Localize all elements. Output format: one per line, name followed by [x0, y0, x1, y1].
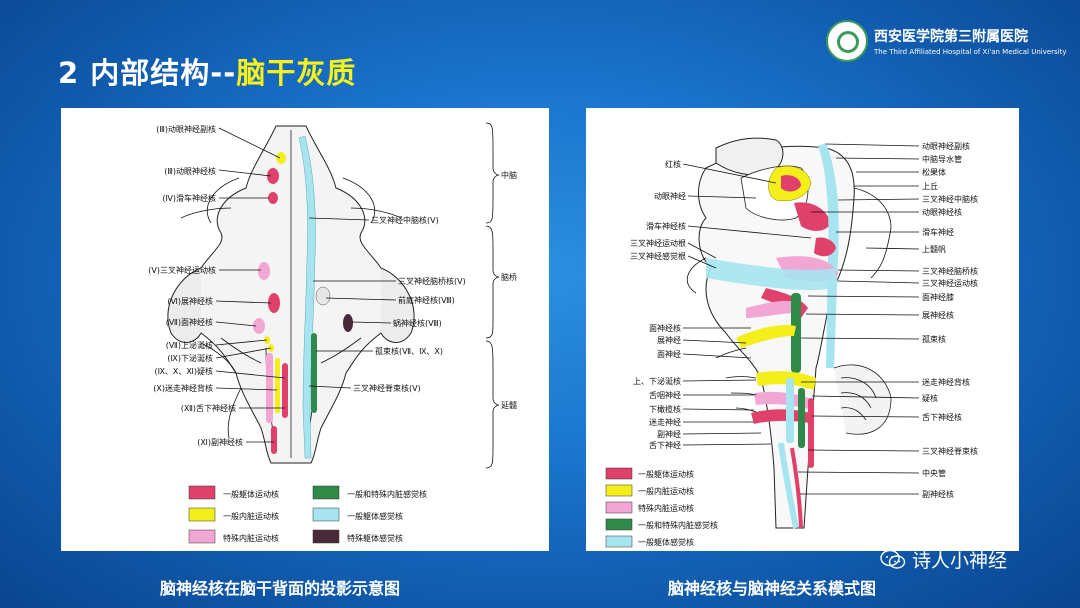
left-label: 副神经: [657, 429, 681, 439]
right-label: 孤束核: [922, 334, 946, 344]
right-label: 三叉神经脑桥核(Ⅴ): [398, 276, 466, 286]
right-label: 前庭神经核(Ⅷ): [398, 295, 455, 305]
legend-swatch: [313, 508, 339, 521]
legend-label: 特殊躯体感觉核: [347, 533, 403, 543]
slide-title: 2 内部结构--脑干灰质: [58, 50, 356, 92]
left-label: 动眼神经: [654, 191, 686, 201]
watermark: 诗人小神经: [880, 546, 1007, 573]
left-label: 迷走神经: [649, 417, 681, 427]
left-label: (Ⅺ)副神经核: [197, 437, 243, 447]
legend-swatch: [606, 468, 632, 479]
right-label: 副神经核: [922, 489, 954, 499]
region-label: 脑桥: [501, 272, 517, 282]
right-label: 舌下神经核: [922, 412, 962, 422]
left-label: 舌咽神经: [649, 390, 681, 400]
legend-swatch: [606, 502, 632, 513]
right-label: 三叉神经脊束核(Ⅴ): [353, 383, 421, 393]
right-label: 三叉神经脊束核: [922, 446, 978, 456]
right-label: 孤束核(Ⅶ、Ⅸ、Ⅹ): [375, 346, 443, 356]
legend-label: 一般躯体感觉核: [347, 511, 403, 521]
left-label: 舌下神经: [649, 440, 681, 450]
legend-label: 特殊内脏运动核: [223, 533, 279, 543]
right-label: 迷走神经背核: [922, 377, 970, 387]
right-label: 上髓帆: [922, 244, 946, 254]
right-label: 三叉神经中脑核: [922, 194, 978, 204]
title-highlight: 脑干灰质: [236, 56, 356, 90]
legend-swatch: [313, 486, 339, 499]
left-label: (Ⅸ)下泌涎核: [167, 353, 213, 363]
legend-swatch: [189, 486, 215, 499]
legend-label: 一般躯体感觉核: [638, 537, 694, 547]
legend-label: 一般内脏运动核: [638, 486, 694, 496]
legend-label: 一般内脏运动核: [223, 511, 279, 521]
left-label: 面神经核: [649, 323, 681, 333]
legend-swatch: [189, 508, 215, 521]
right-diagram-panel: 红核 动眼神经 滑车神经核 三叉神经运动根 三叉神经感觉根 面神经核 展神经 面…: [586, 108, 1019, 551]
legend-swatch: [313, 530, 339, 543]
wechat-icon: [880, 549, 906, 571]
left-label: 面神经: [657, 349, 681, 359]
watermark-text: 诗人小神经: [912, 546, 1007, 573]
right-label: 三叉神经运动核: [922, 278, 978, 288]
legend-swatch: [606, 485, 632, 496]
region-label: 中脑: [501, 170, 517, 180]
hospital-name-en: The Third Affiliated Hospital of Xi'an M…: [874, 48, 1067, 56]
right-label: 上丘: [922, 182, 938, 191]
right-label: 疑核: [922, 393, 938, 403]
legend-swatch: [189, 530, 215, 543]
left-label: (Ⅲ)动眼神经核: [164, 166, 216, 176]
legend-swatch: [606, 519, 632, 530]
right-label: 松果体: [922, 167, 946, 177]
left-diagram-labels: (Ⅲ)动眼神经副核 (Ⅲ)动眼神经核 (Ⅳ)滑车神经核 (Ⅴ)三叉神经运动核 (…: [61, 108, 549, 551]
left-label: (Ⅴ)三叉神经运动核: [148, 265, 216, 275]
left-label: (Ⅶ)上泌涎核: [166, 340, 213, 350]
left-label: (Ⅳ)滑车神经核: [162, 193, 216, 203]
left-label: 红核: [665, 159, 681, 169]
title-prefix: 2 内部结构--: [58, 56, 236, 90]
left-label: (Ⅻ)舌下神经核: [181, 403, 236, 413]
hospital-emblem-icon: [826, 20, 868, 62]
legend-label: 一般和特殊内脏感觉核: [638, 520, 718, 530]
left-label: (Ⅸ、Ⅹ、Ⅺ)疑核: [154, 366, 213, 376]
right-label: 面神经膝: [922, 292, 954, 302]
right-label: 展神经核: [922, 310, 954, 320]
left-label: 三叉神经感觉根: [630, 251, 686, 261]
left-label: (Ⅶ)面神经核: [166, 317, 213, 327]
left-label: 展神经: [657, 335, 681, 345]
legend-swatch: [606, 536, 632, 547]
right-label: 中央管: [922, 468, 946, 478]
right-label: 动眼神经核: [922, 207, 962, 217]
left-label: (Ⅹ)迷走神经背核: [153, 383, 213, 393]
right-label: 中脑导水管: [922, 154, 962, 164]
left-diagram-panel: (Ⅲ)动眼神经副核 (Ⅲ)动眼神经核 (Ⅳ)滑车神经核 (Ⅴ)三叉神经运动核 (…: [61, 108, 549, 551]
right-label: 滑车神经: [922, 227, 954, 237]
left-label: (Ⅲ)动眼神经副核: [156, 124, 216, 134]
left-label: (Ⅵ)展神经核: [167, 296, 213, 306]
right-label: 三叉神经中脑核(Ⅴ): [371, 215, 439, 225]
region-label: 延髓: [501, 400, 517, 410]
legend-label: 一般躯体运动核: [638, 469, 694, 479]
left-caption: 脑神经核在脑干背面的投影示意图: [160, 575, 400, 599]
legend-label: 一般躯体运动核: [223, 489, 279, 499]
hospital-logo: 西安医学院第三附属医院 The Third Affiliated Hospita…: [826, 20, 1067, 62]
right-caption: 脑神经核与脑神经关系模式图: [668, 575, 876, 599]
legend-label: 特殊内脏运动核: [638, 503, 694, 513]
hospital-name-cn: 西安医学院第三附属医院: [874, 26, 1067, 46]
right-label: 三叉神经脑桥核: [922, 266, 978, 276]
right-label: 蜗神经核(Ⅷ): [393, 318, 442, 328]
left-label: 下橄榄核: [649, 404, 681, 414]
left-label: 滑车神经核: [646, 221, 686, 231]
left-label: 三叉神经运动根: [630, 238, 686, 248]
right-label: 动眼神经副核: [922, 141, 970, 151]
legend-label: 一般和特殊内脏感觉核: [347, 489, 427, 499]
left-label: 上、下泌涎核: [633, 376, 681, 386]
right-diagram-labels: 红核 动眼神经 滑车神经核 三叉神经运动根 三叉神经感觉根 面神经核 展神经 面…: [586, 108, 1019, 551]
